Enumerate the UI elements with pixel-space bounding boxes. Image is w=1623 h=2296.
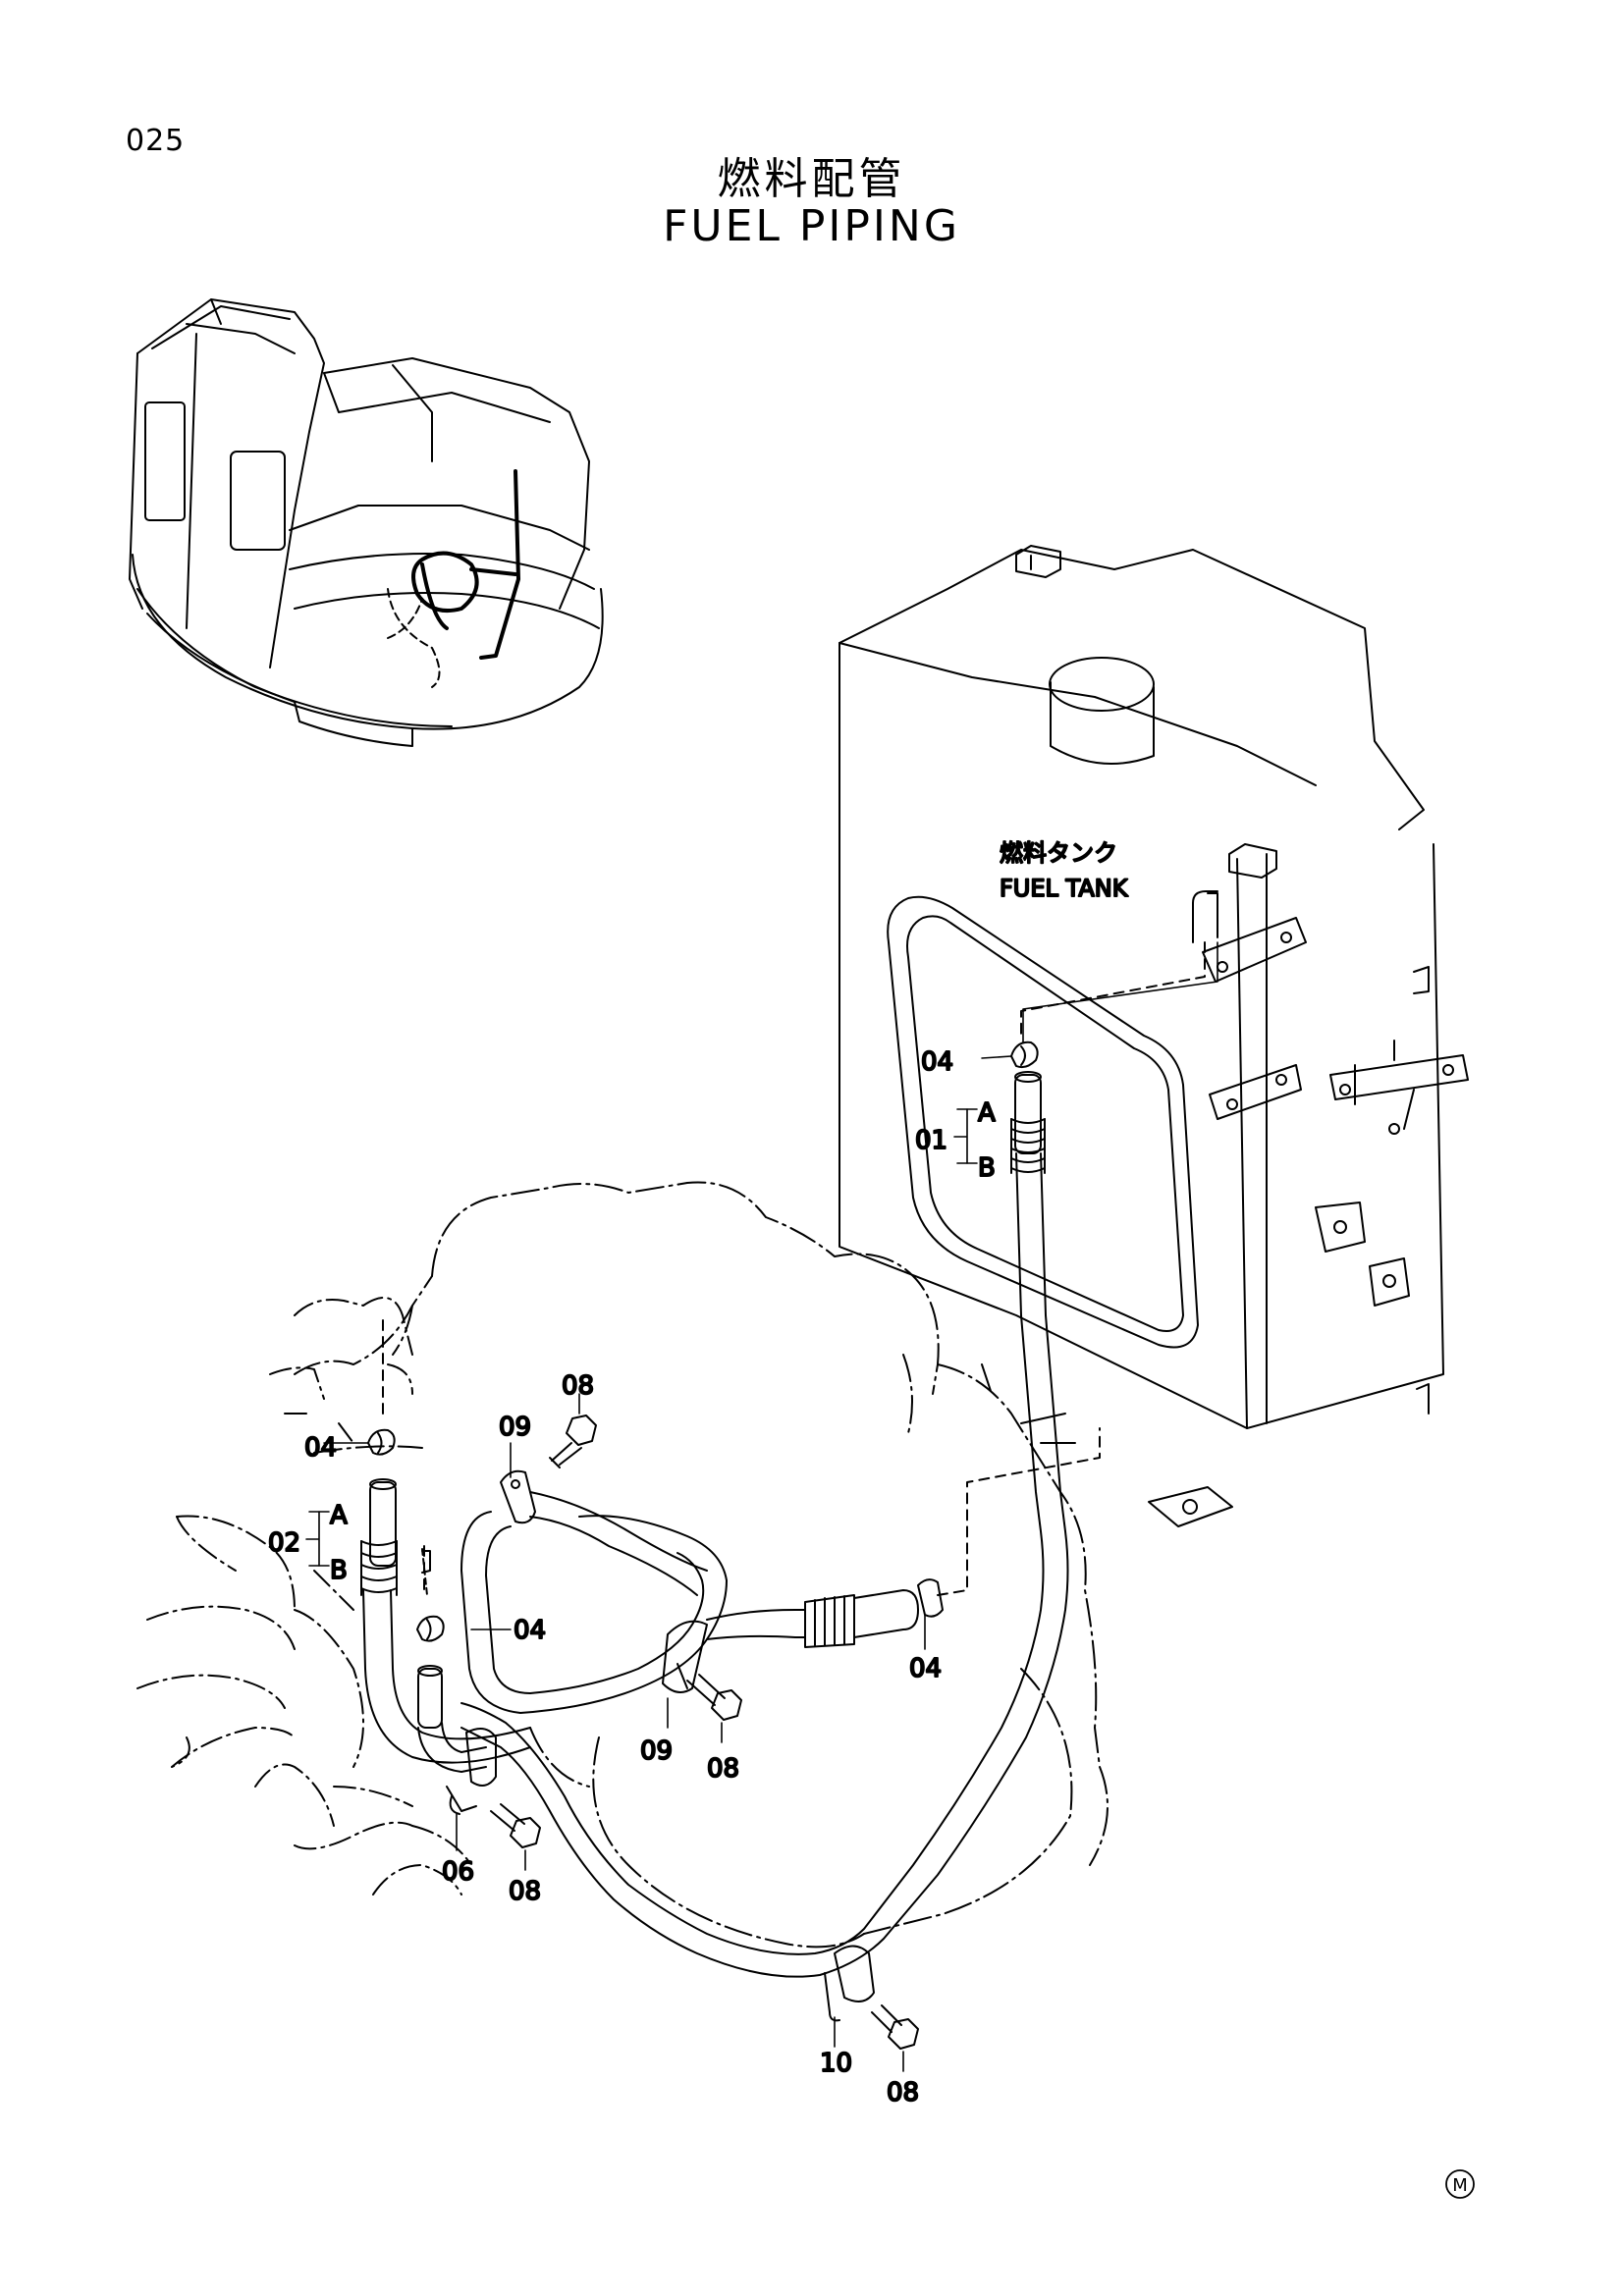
callout-08-mid: 08	[707, 1754, 739, 1784]
callout-08-left: 08	[509, 1877, 541, 1906]
engine-outline	[294, 1181, 1109, 1949]
callout-02: 02	[268, 1528, 300, 1558]
callout-04-left: 04	[304, 1433, 337, 1463]
hose-clip-04-mid	[416, 1548, 445, 1642]
fuel-tank	[839, 545, 1469, 1527]
fuel-pump-outline	[269, 1297, 413, 1444]
callout-09-top: 09	[499, 1413, 531, 1442]
callout-06: 06	[442, 1857, 474, 1887]
cooling-fan	[136, 1515, 472, 1896]
callout-02-a: A	[330, 1501, 348, 1530]
revision-mark-letter: M	[1452, 2175, 1468, 2196]
fuel-hose-02	[360, 1478, 531, 1764]
bolt-08-bottom	[871, 2004, 919, 2050]
page-number: 025	[126, 124, 186, 158]
callout-04-tank: 04	[921, 1047, 953, 1077]
machine-overview-illustration	[129, 298, 604, 747]
hose-clip-04-top	[1010, 1041, 1039, 1069]
callout-leaders	[305, 941, 1218, 2072]
fuel-tank-label-jp: 燃料タンク	[1000, 839, 1117, 867]
callout-08-top: 08	[562, 1371, 594, 1401]
callout-01: 01	[915, 1126, 947, 1155]
hose-clip-04-left	[367, 1428, 396, 1456]
return-hose	[460, 1469, 919, 1714]
callout-10: 10	[820, 2049, 852, 2078]
callout-04-mid: 04	[514, 1616, 546, 1645]
callout-09-bottom: 09	[640, 1736, 673, 1766]
bolt-08-left	[490, 1803, 541, 1848]
callout-01-b: B	[978, 1153, 996, 1183]
clamp-10	[824, 1945, 875, 2022]
elbow-fitting	[417, 1665, 497, 1815]
callout-08-bottom: 08	[887, 2078, 919, 2108]
bolt-08-top	[549, 1415, 597, 1468]
fuel-hose-01	[460, 1071, 1069, 1978]
fuel-tank-label-en: FUEL TANK	[1000, 875, 1129, 902]
callout-04-right: 04	[909, 1654, 942, 1683]
callout-01-a: A	[978, 1098, 996, 1128]
revision-mark: M	[1445, 2169, 1475, 2199]
callout-02-b: B	[330, 1556, 348, 1585]
title-english: FUEL PIPING	[663, 201, 960, 251]
hose-clip-04-right	[917, 1578, 944, 1618]
bolt-08-mid	[686, 1674, 742, 1721]
title-japanese: 燃料配管	[717, 154, 906, 204]
